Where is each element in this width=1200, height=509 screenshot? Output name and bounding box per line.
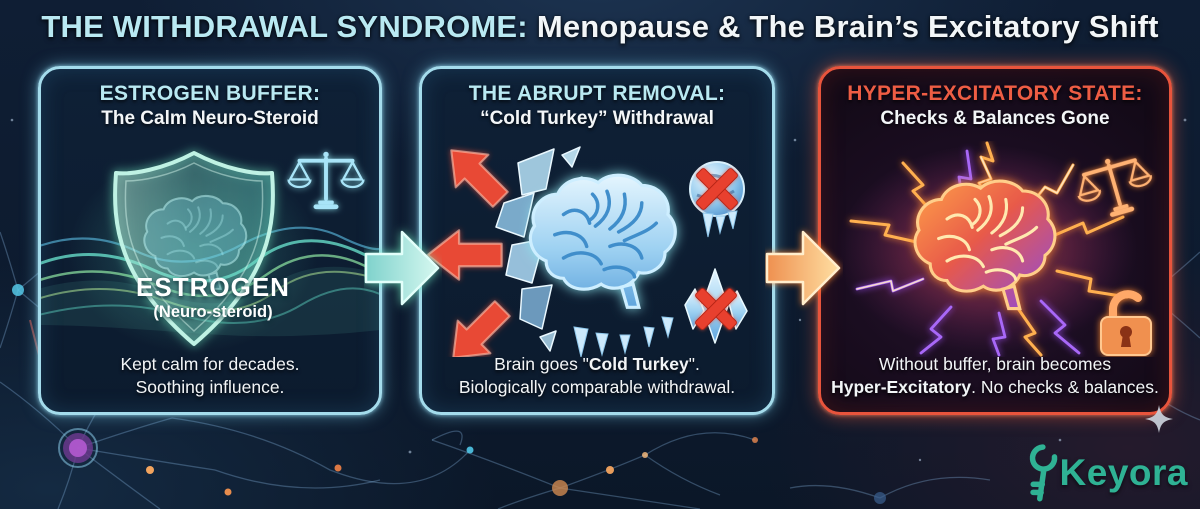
icicles-icon (573, 316, 674, 357)
shield-label: ESTROGEN (Neuro-steroid) (49, 272, 377, 322)
panel-3-caption-line1: Without buffer, brain becomes (878, 353, 1112, 374)
sparkle-icon (1145, 405, 1173, 433)
crossed-out-frozen-globe-icon (689, 161, 745, 238)
panel-3-caption: Without buffer, brain becomes Hyper-Exci… (829, 353, 1161, 399)
title-highlight: THE WITHDRAWAL SYNDROME: (41, 9, 528, 44)
panel-1-caption-line2: Soothing influence. (135, 376, 285, 397)
panel-2-caption-post: ". (688, 353, 700, 374)
panel-3-heading: HYPER-EXCITATORY STATE: (847, 82, 1143, 105)
panel-3-header: HYPER-EXCITATORY STATE: Checks & Balance… (821, 81, 1169, 130)
cold-turkey-illustration (422, 141, 772, 357)
infographic-title: THE WITHDRAWAL SYNDROME:Menopause & The … (0, 9, 1200, 45)
flow-arrow-orange-icon (765, 230, 841, 306)
panel-2-caption: Brain goes "Cold Turkey". Biologically c… (430, 353, 764, 399)
crossed-out-ice-crystals-icon (684, 268, 748, 344)
lightning-bolts-icon (849, 141, 1129, 357)
panel-2-header: THE ABRUPT REMOVAL: “Cold Turkey” Withdr… (422, 81, 772, 130)
panel-2-subheading: “Cold Turkey” Withdrawal (480, 107, 714, 129)
shield-label-sub: (Neuro-steroid) (153, 302, 273, 321)
key-icon (1029, 444, 1057, 502)
panel-2-caption-bold: Cold Turkey (588, 353, 689, 374)
hyper-excitatory-illustration (821, 141, 1169, 357)
panel-2-heading: THE ABRUPT REMOVAL: (468, 82, 726, 105)
brand-logo-text: Keyora (1059, 452, 1188, 493)
brand-logo: Keyora (1023, 405, 1188, 504)
panel-1-caption-line1: Kept calm for decades. (120, 353, 300, 374)
panel-1-subheading: The Calm Neuro-Steroid (101, 107, 319, 129)
shield-label-main: ESTROGEN (136, 272, 290, 302)
open-padlock-icon (1100, 290, 1152, 356)
flow-arrow-cyan-icon (364, 230, 440, 306)
panel-1-heading: ESTROGEN BUFFER: (99, 82, 321, 105)
panel-3-caption-bold: Hyper-Excitatory (831, 376, 972, 397)
panel-1-caption: Kept calm for decades. Soothing influenc… (49, 353, 371, 399)
panel-3-subheading: Checks & Balances Gone (880, 107, 1110, 129)
panel-abrupt-removal: THE ABRUPT REMOVAL: “Cold Turkey” Withdr… (419, 66, 775, 415)
panel-2-caption-pre: Brain goes " (494, 353, 589, 374)
panel-hyper-excitatory: HYPER-EXCITATORY STATE: Checks & Balance… (818, 66, 1172, 415)
panel-2-caption-line2: Biologically comparable withdrawal. (458, 376, 736, 397)
panel-estrogen-buffer: ESTROGEN BUFFER: The Calm Neuro-Steroid (38, 66, 382, 415)
balance-scale-icon (286, 149, 366, 212)
panel-3-caption-post: . No checks & balances. (971, 376, 1159, 397)
panel-1-header: ESTROGEN BUFFER: The Calm Neuro-Steroid (41, 81, 379, 130)
title-rest: Menopause & The Brain’s Excitatory Shift (536, 9, 1159, 44)
estrogen-shield-illustration (41, 141, 379, 357)
